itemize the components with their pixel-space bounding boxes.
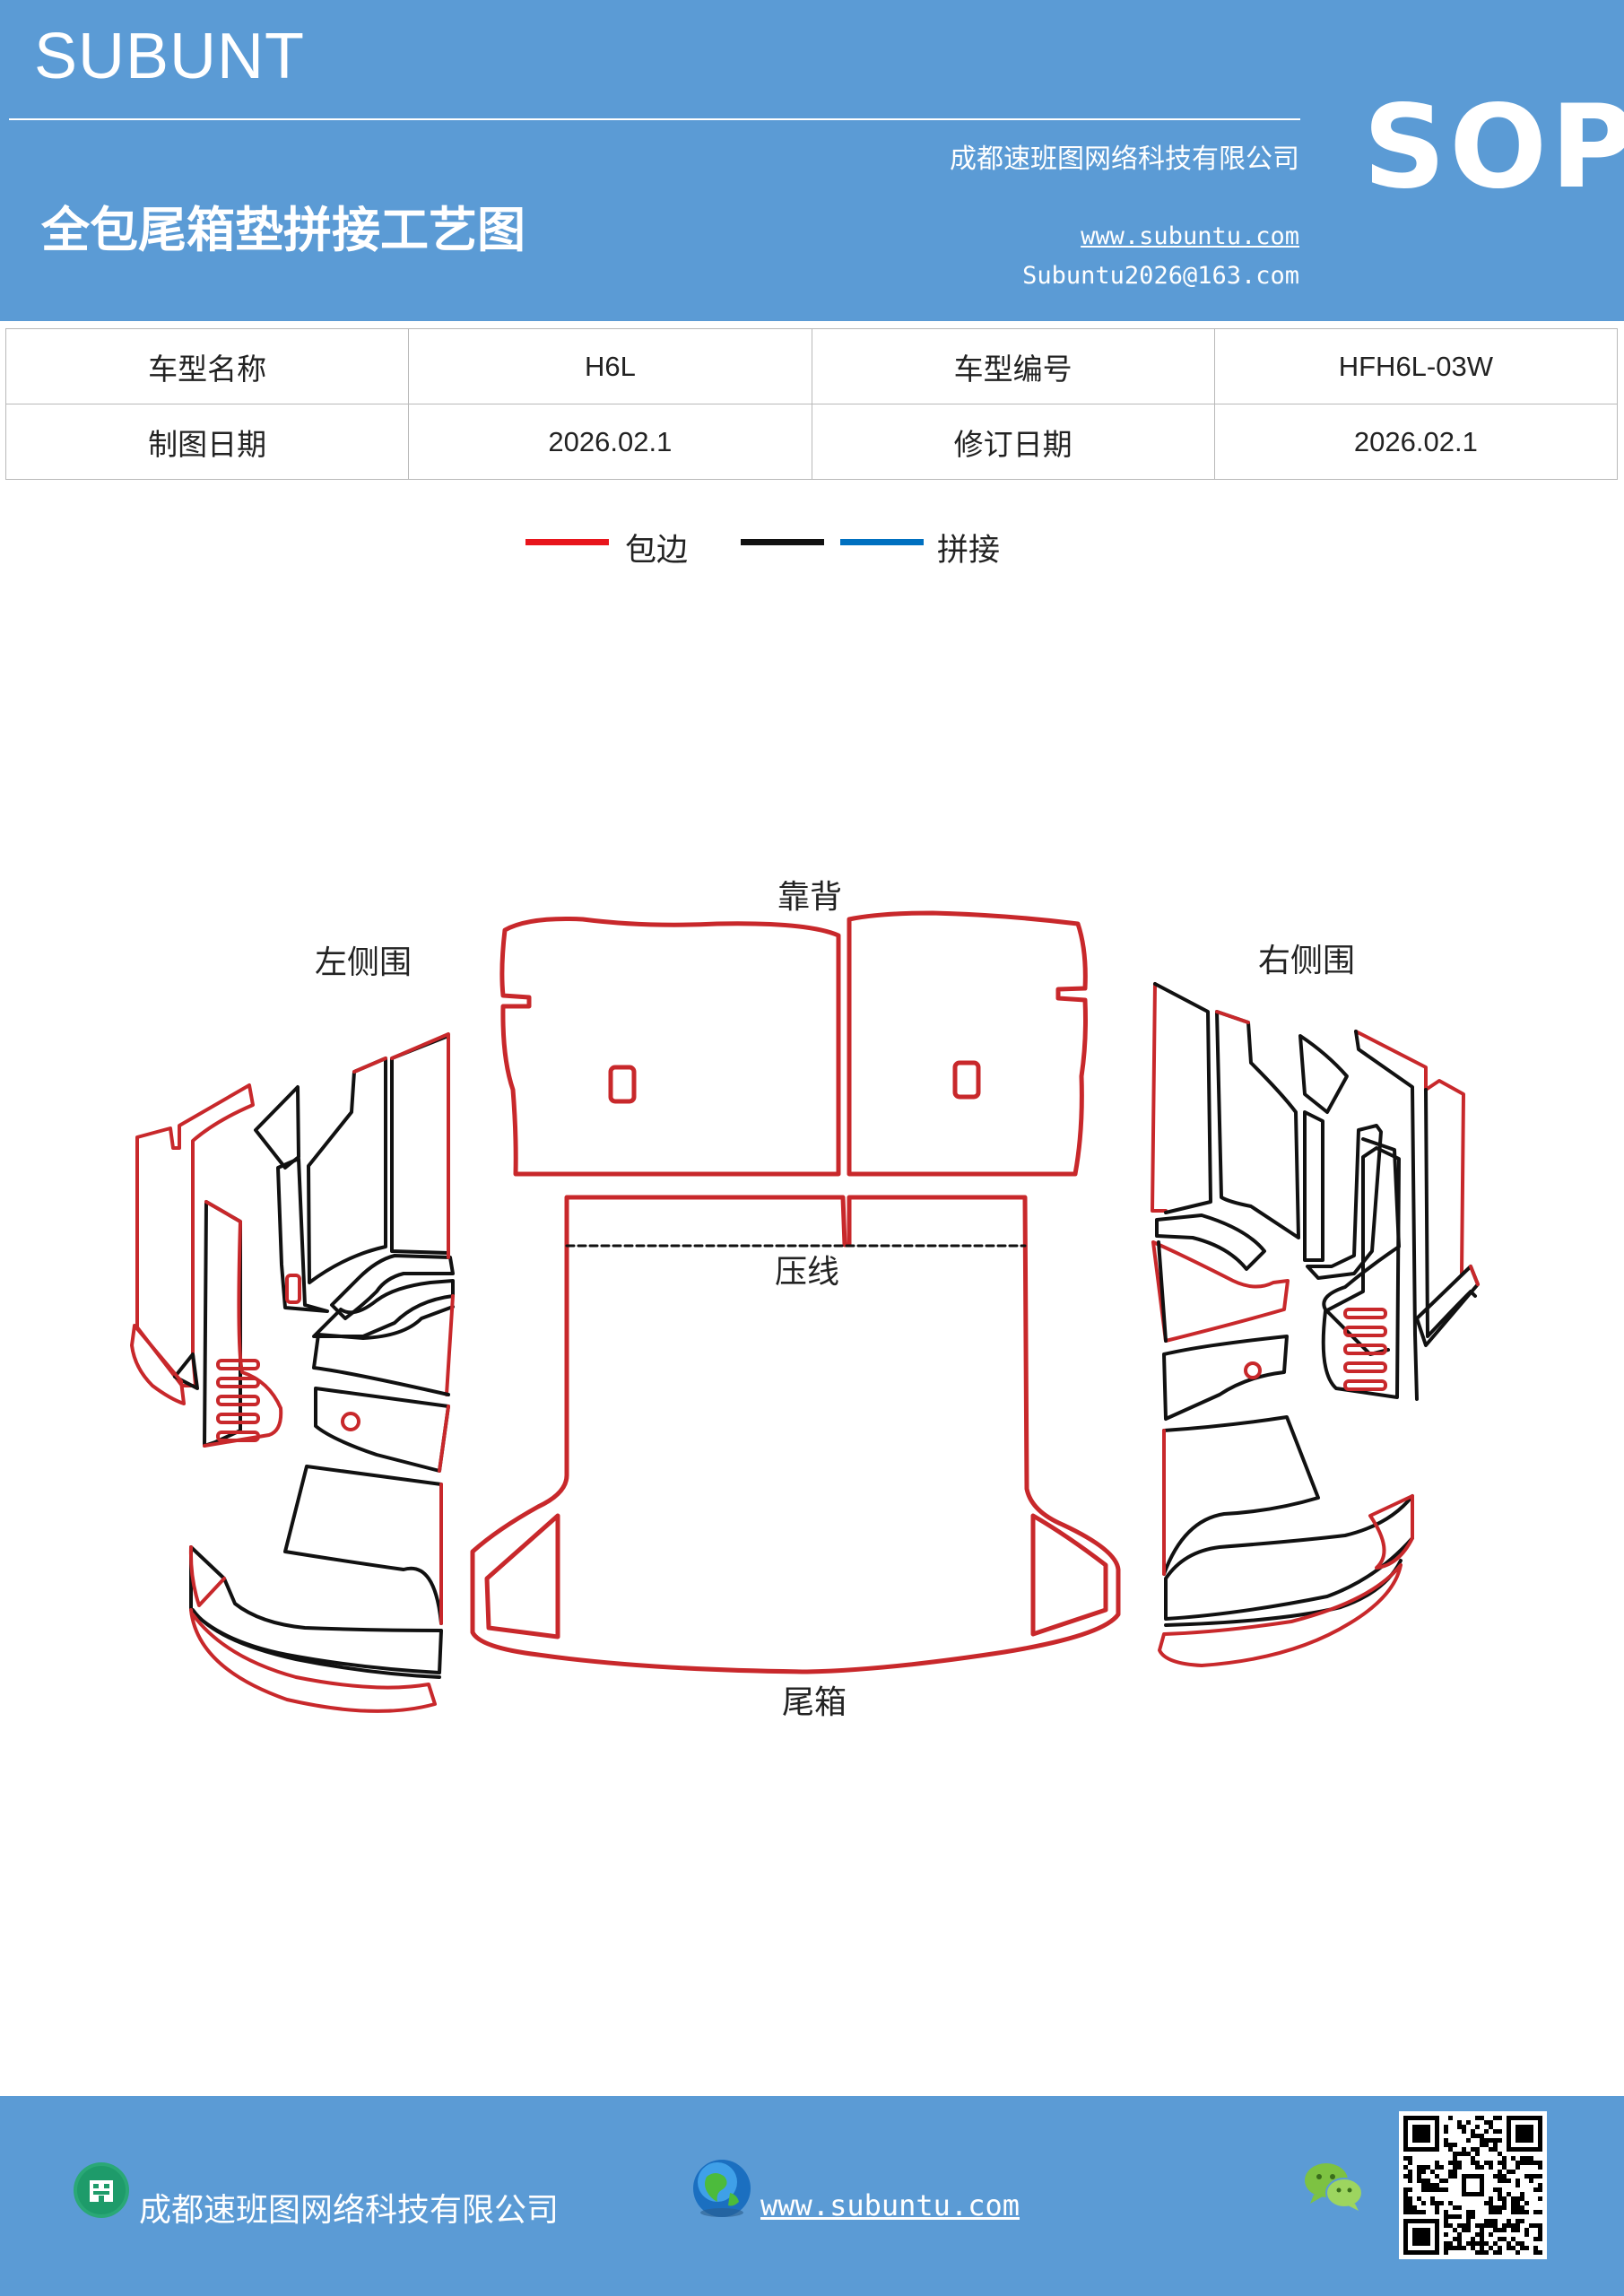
legend-black-line [741, 539, 824, 545]
label-model-code: 车型编号 [811, 328, 1215, 404]
value-model-name: H6L [408, 328, 812, 404]
brand-name: SUBUNT [34, 21, 306, 92]
backrest-right-panel [847, 910, 1088, 1177]
globe-icon [693, 2160, 751, 2217]
footer-website-link[interactable]: www.subuntu.com [760, 2188, 1020, 2222]
left-side-panels [130, 1032, 455, 1713]
page-title: 全包尾箱垫拼接工艺图 [41, 202, 525, 258]
label-revise-date: 修订日期 [811, 404, 1215, 480]
label-left-side: 左侧围 [315, 944, 412, 981]
footer-company-name: 成都速班图网络科技有限公司 [139, 2192, 560, 2229]
legend-seam-label: 拼接 [937, 533, 1001, 569]
label-right-side: 右侧围 [1258, 943, 1355, 979]
value-model-code: HFH6L-03W [1213, 328, 1619, 404]
label-backrest: 靠背 [777, 879, 842, 916]
legend: 包边 拼接 [0, 525, 1624, 570]
label-trunk: 尾箱 [782, 1684, 847, 1721]
table-row: 制图日期 2026.02.1 修订日期 2026.02.1 [4, 404, 1619, 480]
right-side-panels [1151, 982, 1480, 1667]
email-address: Subuntu2026@163.com [1022, 262, 1299, 290]
value-revise-date: 2026.02.1 [1213, 404, 1619, 480]
left-vent-slots [216, 1359, 260, 1442]
building-icon [74, 2162, 129, 2218]
website-link[interactable]: www.subuntu.com [1081, 222, 1299, 250]
label-crease: 压线 [775, 1254, 839, 1291]
label-draw-date: 制图日期 [4, 404, 410, 480]
label-model-name: 车型名称 [4, 328, 410, 404]
right-vent-slots [1343, 1308, 1387, 1391]
value-draw-date: 2026.02.1 [408, 404, 812, 480]
trunk-floor-panel [470, 1195, 1121, 1674]
wechat-icon[interactable] [1303, 2159, 1366, 2214]
table-row: 车型名称 H6L 车型编号 HFH6L-03W [4, 328, 1619, 404]
legend-edge-label: 包边 [625, 533, 689, 569]
sop-badge: SOP [1363, 81, 1624, 214]
company-name: 成都速班图网络科技有限公司 [950, 144, 1299, 175]
info-table: 车型名称 H6L 车型编号 HFH6L-03W 制图日期 2026.02.1 修… [4, 328, 1619, 480]
backrest-left-panel [499, 917, 841, 1177]
qr-code-icon[interactable] [1399, 2111, 1547, 2259]
footer-banner: 成都速班图网络科技有限公司 www.subuntu.com [0, 2096, 1624, 2296]
legend-edge-line [525, 539, 609, 545]
header-divider [9, 118, 1300, 120]
legend-seam-line [840, 539, 924, 545]
header-banner: SUBUNT SOP 成都速班图网络科技有限公司 全包尾箱垫拼接工艺图 www.… [0, 0, 1624, 321]
